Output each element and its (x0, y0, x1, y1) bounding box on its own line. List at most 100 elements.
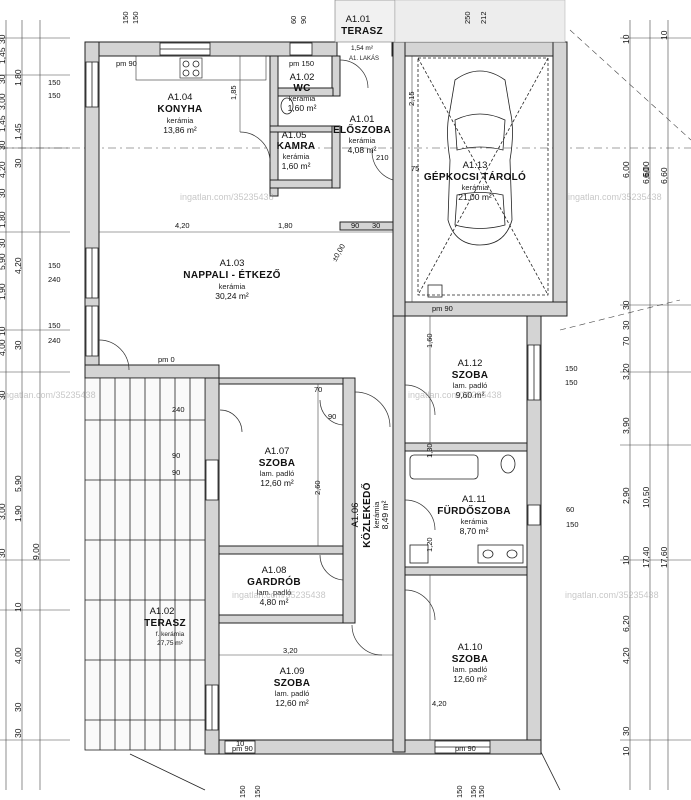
dimension-label: 30 (13, 158, 23, 168)
dimension-label: 250 (463, 11, 472, 24)
dimension-label: 10,50 (641, 486, 651, 508)
room-name: FÜRDŐSZOBA (437, 504, 511, 517)
dimension-label: 5,90 (0, 253, 7, 270)
interior-dimension-lines (99, 56, 431, 740)
dimension-label: 30 (0, 390, 7, 400)
room-label-a102t: A1.02 TERASZ f. kerámia 27,75 m² (144, 606, 186, 647)
watermark-text: ingatlan.com/35235438 (408, 390, 502, 400)
dimension-label: 10 (621, 34, 631, 44)
right-dimension-lines (620, 20, 691, 790)
room-area: 1,60 m² (288, 103, 317, 113)
watermark-text: ingatlan.com/35235438 (568, 192, 662, 202)
pm-label: pm 90 (232, 744, 253, 753)
dimension-label: 10 (13, 602, 23, 612)
room-label-a109: A1.09 SZOBA lam. padló 12,60 m² (274, 666, 311, 708)
dimension-label: 150 (566, 520, 579, 529)
room-name: TERASZ (341, 26, 383, 37)
dimension-label: 75 (411, 164, 419, 173)
watermark-text: ingatlan.com/35235438 (565, 590, 659, 600)
dimension-label: 70 (621, 336, 631, 346)
dimension-label: 1,80 (13, 69, 23, 86)
room-label-a106: A1.06 KÖZLEKEDŐ kerámia 8,49 m² (350, 482, 390, 547)
room-code: A1.01 (346, 14, 371, 25)
room-name: GARDRÓB (247, 575, 301, 588)
room-area: 9,60 m² (456, 390, 485, 400)
room-area: 12,60 m² (275, 698, 309, 708)
room-floor: kerámia (283, 152, 311, 161)
watermark-text: ingatlan.com/35235438 (232, 590, 326, 600)
dimension-label: 150 (565, 378, 578, 387)
dimension-label: 9,00 (31, 543, 41, 560)
room-name: ELŐSZOBA (333, 123, 391, 136)
dimension-label: 30 (621, 300, 631, 310)
dimension-label: 4,00 (13, 647, 23, 664)
dimension-label: 10 (236, 739, 244, 748)
dimension-label: 1,20 (425, 537, 434, 552)
watermark-text: ingatlan.com/35235438 (180, 192, 274, 202)
dimension-label: 150 (48, 91, 61, 100)
room-label-a102wc: A1.02 WC kerámia 1,60 m² (288, 72, 317, 113)
room-floor: lam. padló (257, 588, 292, 597)
dimension-label: 240 (48, 336, 61, 345)
dimension-label: 1,45 (0, 47, 7, 64)
interior-walls (218, 41, 528, 753)
room-area: 13,86 m² (163, 125, 197, 135)
right-dimensions: 106,003030703,203,902,90106,204,2030106,… (621, 30, 669, 756)
room-name: SZOBA (452, 370, 489, 381)
room-code: A1.11 (462, 494, 486, 505)
dimension-label: 30 (0, 74, 7, 84)
dimension-label: 30 (0, 188, 7, 198)
room-floor: f. kerámia (156, 631, 185, 638)
dimension-label: 240 (48, 275, 61, 284)
room-name: SZOBA (274, 678, 311, 689)
dimension-label: 6,60 (659, 167, 669, 184)
dimension-label: 150 (131, 11, 140, 24)
dimension-label: 210 (376, 153, 389, 162)
left-dimensions: 301,45303,001,45304,20301,80305,901,9010… (0, 34, 41, 738)
room-code: A1.07 (265, 446, 290, 457)
room-label-a110: A1.10 SZOBA lam. padló 12,60 m² (452, 642, 488, 684)
room-area: 30,24 m² (215, 291, 249, 301)
dimension-label: 150 (48, 321, 61, 330)
room-floor: kerámia (462, 183, 490, 192)
dimension-label: 10 (621, 555, 631, 565)
room-name: GÉPKOCSI TÁROLÓ (424, 170, 526, 183)
dimension-label: 30 (0, 548, 7, 558)
room-label-a112: A1.12 SZOBA lam. padló 9,60 m² (452, 358, 489, 400)
dimension-label: 2,60 (313, 480, 322, 495)
room-label-a101e: A1.01 ELŐSZOBA kerámia 4,08 m² (333, 114, 391, 155)
dimension-label: 1,90 (0, 283, 7, 300)
level-mark: ±0,00 (330, 242, 347, 263)
room-area: 4,08 m² (348, 145, 377, 155)
terrace-hatch (84, 377, 561, 791)
room-code: A1.12 (458, 358, 483, 369)
dimension-label: 4,20 (0, 161, 7, 178)
room-code: A1.08 (262, 565, 287, 576)
room-name: KONYHA (157, 104, 202, 115)
dimension-label: 10 (659, 30, 669, 40)
windows (85, 42, 541, 754)
dimension-label: 5,90 (13, 475, 23, 492)
room-code: A1.02 (290, 72, 315, 83)
dimension-label: 60 (289, 16, 298, 24)
dimension-label: 1,60 (425, 333, 434, 348)
dimension-label: 1,45 (13, 123, 23, 140)
dimension-label: 30 (621, 320, 631, 330)
room-area: 8,70 m² (460, 526, 489, 536)
doors (98, 59, 436, 656)
dimension-label: 150 (121, 11, 130, 24)
room-code: A1.13 (463, 160, 488, 171)
dimension-label: 90 (351, 221, 359, 230)
watermarks: ingatlan.com/35235438 ingatlan.com/35235… (2, 192, 662, 600)
room-code: A1.01 (350, 114, 375, 125)
dimension-label: 150 (48, 261, 61, 270)
room-code: A1.05 (282, 130, 307, 141)
room-area: 27,75 m² (157, 640, 183, 647)
dimension-label: 70 (314, 385, 322, 394)
room-area: 21,00 m² (458, 192, 492, 202)
room-label-a103: A1.03 NAPPALI - ÉTKEZŐ kerámia 30,24 m² (183, 258, 280, 301)
dimension-label: 1,80 (278, 221, 293, 230)
